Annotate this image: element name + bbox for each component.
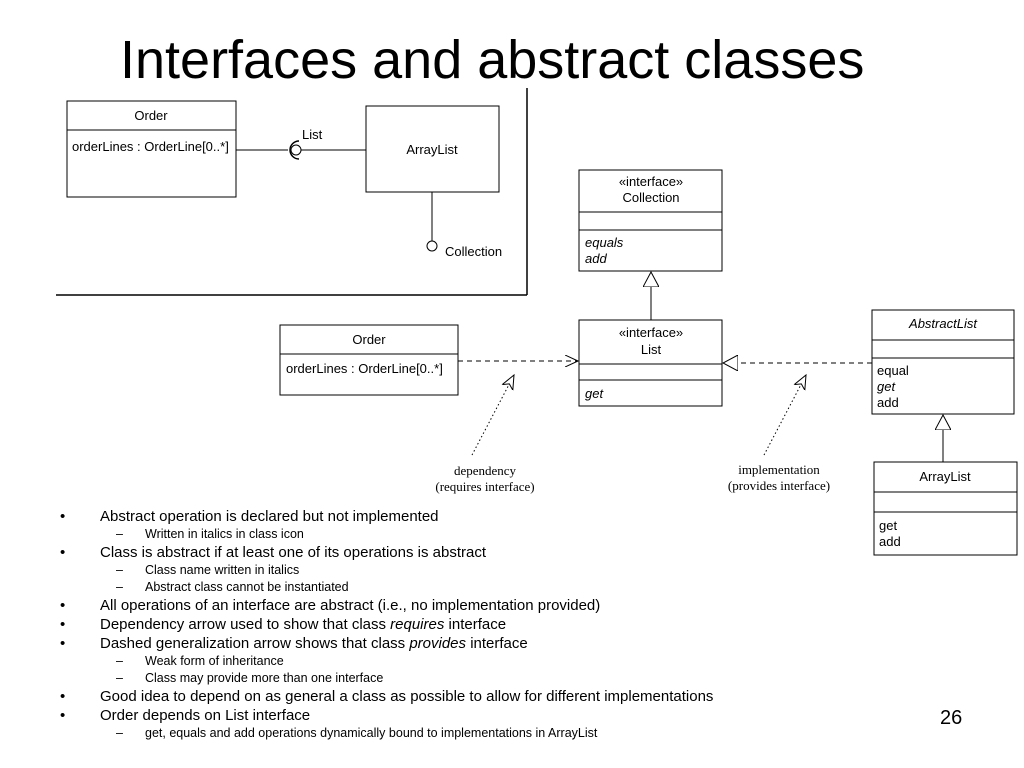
sub-bullet: –Abstract class cannot be instantiated (116, 580, 349, 594)
sub-bullet-marker: – (116, 563, 123, 577)
list-lollipop-label: List (302, 127, 323, 142)
bottom-order-name: Order (352, 332, 386, 347)
collection-op-equals: equals (585, 235, 624, 250)
sub-bullet: –Weak form of inheritance (116, 654, 284, 668)
collection-interface: «interface» Collection equals add (578, 169, 723, 272)
bullet-marker: • (60, 616, 66, 633)
sub-bullet: –Class may provide more than one interfa… (116, 671, 384, 685)
list-name: List (641, 342, 662, 357)
bottom-order-attr: orderLines : OrderLine[0..*] (286, 361, 443, 376)
bullet: •Good idea to depend on as general a cla… (60, 688, 714, 705)
bullet-marker: • (60, 707, 66, 724)
bullet-marker: • (60, 688, 66, 705)
list-interface: «interface» List get (578, 319, 723, 407)
bottom-arraylist-name: ArrayList (919, 469, 971, 484)
top-arraylist-class: ArrayList (365, 105, 500, 193)
top-order-class: Order orderLines : OrderLine[0..*] (66, 100, 237, 198)
list-op-get: get (585, 386, 604, 401)
sub-bullet-marker: – (116, 527, 123, 541)
top-order-name: Order (134, 108, 168, 123)
abstractlist-class: AbstractList equal get add (871, 309, 1015, 415)
bullet-marker: • (60, 597, 66, 614)
implementation-note-line1: implementation (738, 462, 820, 477)
abstractlist-op-equal: equal (877, 363, 909, 378)
dependency-note-pointer (471, 375, 514, 456)
sub-bullet-marker: – (116, 580, 123, 594)
sub-bullet-marker: – (116, 726, 123, 740)
bullet-list: •Abstract operation is declared but not … (0, 507, 960, 742)
socket-icon (289, 140, 300, 160)
bullet: •Order depends on List interface (60, 707, 311, 724)
page-number: 26 (940, 707, 963, 729)
lollipop-list-icon (290, 144, 302, 156)
bullet-marker: • (60, 635, 66, 652)
bullet: •Dashed generalization arrow shows that … (60, 635, 528, 652)
collection-stereotype: «interface» (619, 174, 683, 189)
bottom-arraylist-op-add: add (879, 534, 901, 549)
sub-bullet: –Written in italics in class icon (116, 527, 304, 541)
top-order-attr: orderLines : OrderLine[0..*] (72, 139, 229, 154)
lollipop-collection-icon (426, 240, 438, 252)
abstractlist-name: AbstractList (908, 316, 978, 331)
sub-bullet-marker: – (116, 654, 123, 668)
bottom-order-class: Order orderLines : OrderLine[0..*] (279, 324, 459, 396)
bottom-arraylist-op-get: get (879, 518, 897, 533)
dependency-note-line2: (requires interface) (435, 479, 534, 494)
abstractlist-op-add: add (877, 395, 899, 410)
sub-bullet: –get, equals and add operations dynamica… (116, 726, 598, 740)
sub-bullet-marker: – (116, 671, 123, 685)
collection-op-add: add (585, 251, 607, 266)
top-arraylist-name: ArrayList (406, 142, 458, 157)
implementation-note-line2: (provides interface) (728, 478, 830, 493)
bullet-marker: • (60, 544, 66, 561)
bullet: •Class is abstract if at least one of it… (60, 544, 487, 561)
implementation-note-pointer (763, 375, 806, 456)
dependency-note-line1: dependency (454, 463, 517, 478)
abstractlist-op-get: get (877, 379, 896, 394)
bullet-marker: • (60, 508, 66, 525)
bullet: •Abstract operation is declared but not … (60, 508, 439, 525)
bullet: •All operations of an interface are abst… (60, 597, 601, 614)
slide-title: Interfaces and abstract classes (120, 30, 865, 90)
bottom-arraylist-class: ArrayList get add (873, 461, 1018, 556)
list-stereotype: «interface» (619, 325, 683, 340)
sub-bullet: –Class name written in italics (116, 563, 300, 577)
collection-lollipop-label: Collection (445, 244, 502, 259)
bullet: •Dependency arrow used to show that clas… (60, 616, 507, 633)
collection-name: Collection (622, 190, 679, 205)
